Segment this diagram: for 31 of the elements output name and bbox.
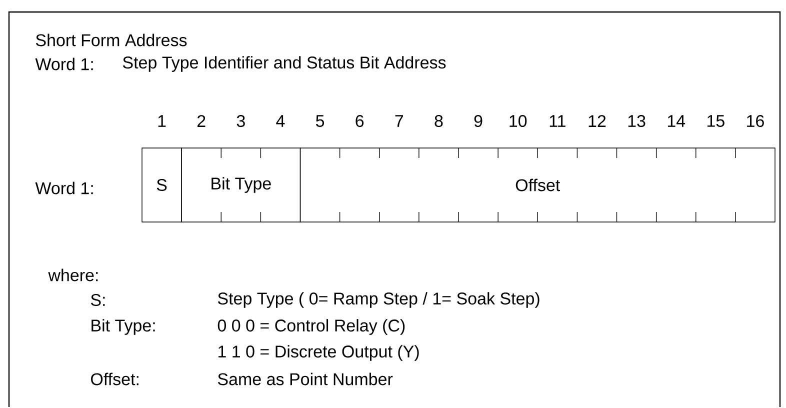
note-heading: where: bbox=[48, 268, 98, 282]
term-label: Offset: bbox=[91, 372, 138, 386]
bit-number: 5 bbox=[316, 115, 324, 127]
definition-text: 0 0 0 = Control Relay (C) bbox=[218, 319, 405, 335]
bit-number: 4 bbox=[276, 115, 285, 127]
bit-number: 3 bbox=[236, 114, 245, 128]
bit-number: 11 bbox=[550, 115, 566, 127]
bit-field: S bbox=[142, 148, 182, 222]
subtitle-text: Step Type Identifier and Status Bit Address bbox=[122, 56, 446, 72]
bit-number: 16 bbox=[747, 114, 764, 128]
bit-number: 1 bbox=[158, 115, 166, 127]
bit-number: 8 bbox=[434, 114, 443, 128]
row-label: Word 1: bbox=[35, 182, 93, 194]
subtitle-text: Word 1: bbox=[35, 58, 93, 70]
bit-number: 13 bbox=[628, 114, 646, 128]
bit-number: 15 bbox=[708, 115, 724, 127]
term-label: S: bbox=[90, 294, 105, 306]
bit-number: 6 bbox=[356, 114, 364, 128]
term-label: Bit Type: bbox=[92, 319, 155, 335]
title-text: Short Form Address bbox=[36, 34, 187, 46]
bit-number: 12 bbox=[588, 115, 606, 127]
bit-number: 7 bbox=[395, 115, 404, 127]
bit-number: 9 bbox=[474, 114, 482, 128]
bit-number: 2 bbox=[197, 115, 206, 127]
bit-number: 14 bbox=[668, 115, 686, 127]
definition-text: Same as Point Number bbox=[218, 372, 393, 386]
bit-field: Offset bbox=[300, 148, 776, 222]
definition-text: Step Type ( 0= Ramp Step / 1= Soak Step) bbox=[218, 292, 540, 308]
bit-field: Bit Type bbox=[181, 148, 301, 222]
definition-text: 1 1 0 = Discrete Output (Y) bbox=[218, 345, 419, 361]
bit-number: 10 bbox=[510, 114, 527, 128]
